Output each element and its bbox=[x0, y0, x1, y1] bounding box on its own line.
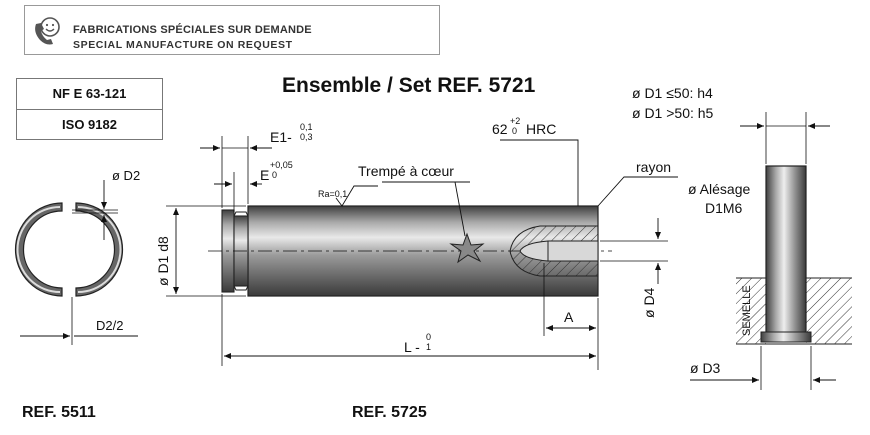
e1-tol-sup: 0,1 bbox=[300, 122, 313, 132]
d2-label: ø D2 bbox=[112, 168, 140, 183]
rayon-label: rayon bbox=[636, 159, 671, 175]
mounted-pin bbox=[765, 165, 807, 339]
l-label: L - bbox=[404, 339, 420, 355]
e-tol-sub: 0 bbox=[272, 170, 277, 180]
standard-nf: NF E 63-121 bbox=[17, 79, 162, 110]
mounted-ring bbox=[760, 331, 812, 343]
e1-tol-sub: 0,3 bbox=[300, 132, 313, 142]
hrc-value: 62 bbox=[492, 121, 508, 137]
drawing-title: Ensemble / Set REF. 5721 bbox=[282, 74, 536, 97]
split-ring-view: ø D2 D2/2 bbox=[14, 168, 140, 345]
tolerance-line-1: ø D1 ≤50: h4 bbox=[632, 85, 713, 101]
roughness-symbol bbox=[335, 185, 378, 207]
e-tol-sup: +0,05 bbox=[270, 160, 293, 170]
d3-label: ø D3 bbox=[690, 360, 721, 376]
hardened-star-icon bbox=[449, 232, 485, 264]
a-label: A bbox=[564, 309, 574, 325]
alesage-label: ø Alésage bbox=[688, 181, 750, 197]
d1-d8-label: ø D1 d8 bbox=[155, 236, 171, 286]
mounting-view: ø D1 ≤50: h4 ø D1 >50: h5 ø Alésage D1M6… bbox=[632, 85, 852, 390]
hrc-tol-sub: 0 bbox=[512, 126, 517, 136]
special-manufacture-banner: FABRICATIONS SPÉCIALES SUR DEMANDE SPECI… bbox=[24, 5, 440, 55]
split-ring-right-half bbox=[75, 202, 124, 297]
ref-left-label: REF. 5511 bbox=[22, 404, 96, 421]
base-plate-left bbox=[736, 278, 766, 344]
ref-center-label: REF. 5725 bbox=[352, 404, 427, 421]
banner-line-en: SPECIAL MANUFACTURE ON REQUEST bbox=[73, 39, 293, 51]
split-ring-right-highlight bbox=[77, 206, 122, 293]
standards-box: NF E 63-121 ISO 9182 bbox=[16, 78, 163, 140]
trempe-label: Trempé à cœur bbox=[358, 163, 454, 179]
split-ring-left-half bbox=[14, 202, 63, 297]
split-ring-left-highlight bbox=[16, 206, 61, 293]
standard-iso: ISO 9182 bbox=[62, 117, 117, 132]
base-plate-right bbox=[806, 278, 852, 344]
tolerance-line-2: ø D1 >50: h5 bbox=[632, 105, 714, 121]
hrc-tol-sup: +2 bbox=[510, 116, 520, 126]
semelle-label: SEMELLE bbox=[741, 285, 753, 336]
d2-half-label: D2/2 bbox=[96, 318, 123, 333]
alesage-tolerance: D1M6 bbox=[705, 200, 743, 216]
phone-with-smile-icon bbox=[35, 17, 60, 45]
roughness-label: Ra=0,1 bbox=[318, 189, 347, 199]
pin-view: rayon Trempé à cœur Ra=0,1 62 +2 0 HRC E… bbox=[155, 116, 678, 370]
e-label: E bbox=[260, 167, 269, 183]
rayon-leader bbox=[597, 176, 678, 207]
e1-label: E1- bbox=[270, 129, 292, 145]
l-tol-sub: 1 bbox=[426, 342, 431, 352]
pin-bore bbox=[519, 240, 599, 262]
banner-line-fr: FABRICATIONS SPÉCIALES SUR DEMANDE bbox=[73, 24, 312, 36]
d4-label: ø D4 bbox=[641, 287, 657, 318]
l-tol-sup: 0 bbox=[426, 332, 431, 342]
hrc-unit: HRC bbox=[526, 121, 556, 137]
